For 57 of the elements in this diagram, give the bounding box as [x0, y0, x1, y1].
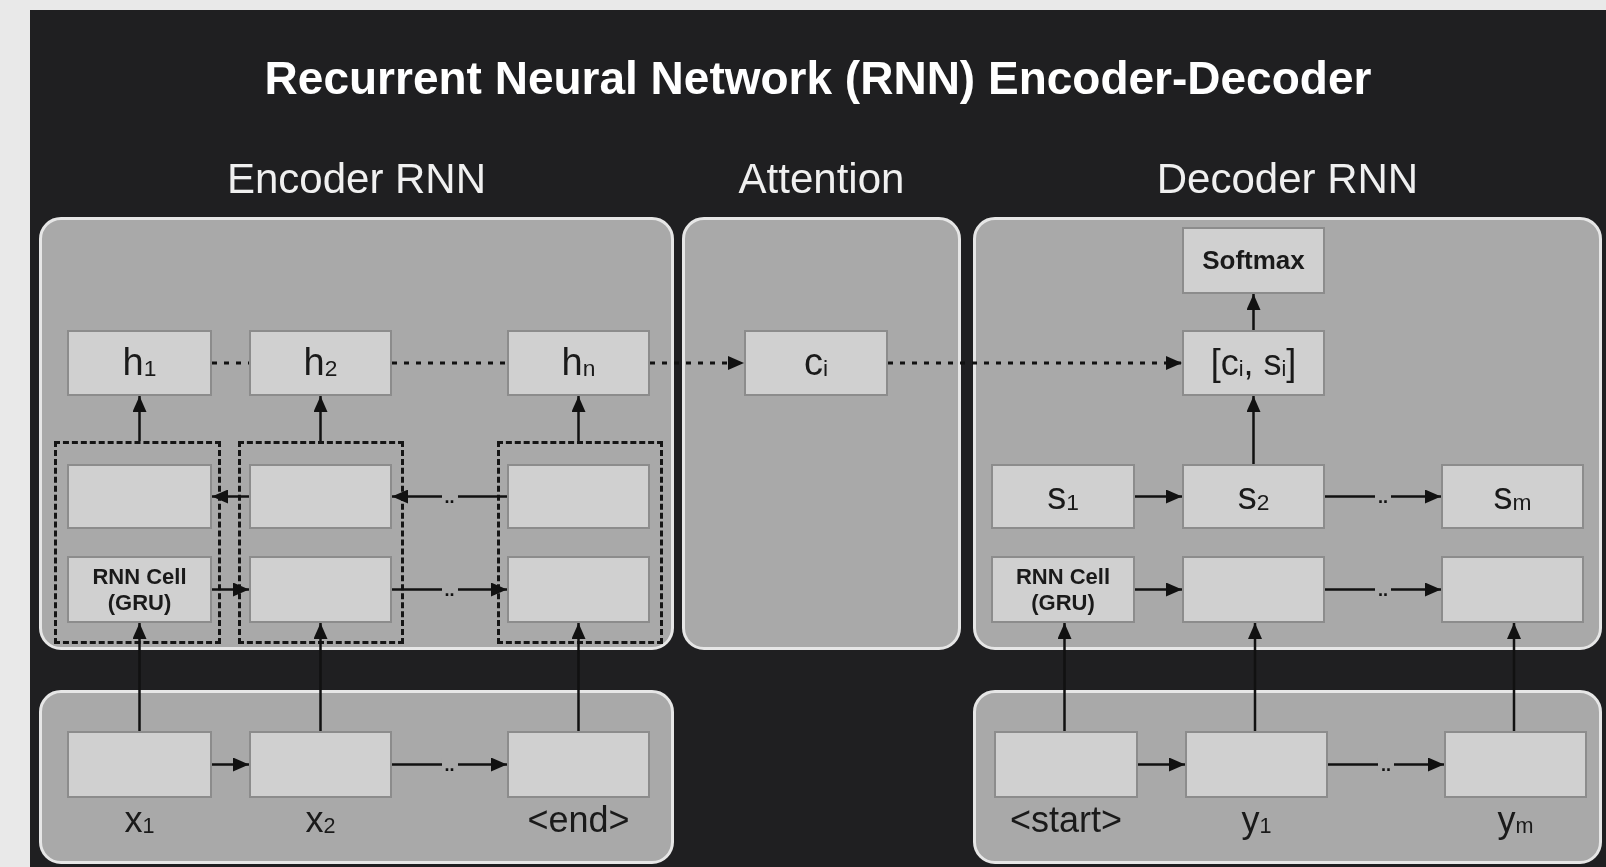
node-box — [249, 330, 392, 396]
arrow — [1248, 623, 1262, 731]
arrow — [392, 582, 507, 597]
arrow — [132, 396, 147, 441]
dotted-arrow — [650, 356, 744, 370]
arrow — [212, 582, 249, 597]
empty-box — [507, 464, 650, 529]
node-label: RNN Cell (GRU) — [91, 564, 188, 615]
arrow — [313, 623, 328, 731]
node-box — [1182, 464, 1325, 529]
arrow — [1325, 582, 1441, 597]
node-box — [1182, 330, 1325, 396]
arrow — [1328, 757, 1444, 772]
panel-heading: Encoder RNN — [225, 154, 488, 204]
arrow — [1135, 489, 1182, 504]
node-box — [991, 464, 1135, 529]
dashed-group-box — [497, 441, 663, 644]
input-label: <start> — [1008, 800, 1124, 840]
node-box — [991, 556, 1135, 623]
dashed-group-box — [54, 441, 221, 644]
node-box — [67, 556, 212, 623]
arrow — [1246, 396, 1261, 464]
node-box — [744, 330, 888, 396]
node-box — [67, 330, 212, 396]
empty-box — [67, 464, 212, 529]
arrow — [571, 623, 586, 731]
arrow — [212, 757, 249, 772]
empty-box — [249, 464, 392, 529]
arrow — [1246, 294, 1261, 330]
panel — [39, 690, 674, 864]
arrow — [571, 396, 586, 441]
empty-box — [507, 556, 650, 623]
arrow — [392, 489, 507, 504]
arrow — [212, 489, 249, 504]
panel-heading: Attention — [737, 154, 906, 204]
node-label: RNN Cell (GRU) — [1014, 564, 1112, 615]
arrow — [392, 757, 507, 772]
panel — [973, 690, 1602, 864]
arrow — [132, 623, 147, 731]
empty-box — [249, 556, 392, 623]
dashed-group-box — [238, 441, 404, 644]
diagram-title: Recurrent Neural Network (RNN) Encoder-Decoder — [263, 51, 1373, 106]
node-box — [1182, 227, 1325, 294]
node-box — [1441, 464, 1584, 529]
dotted-arrow — [888, 356, 1182, 370]
arrow — [1057, 623, 1072, 731]
arrow — [1135, 582, 1182, 597]
arrow — [313, 396, 328, 441]
input-label: <end> — [526, 800, 631, 840]
empty-box — [1441, 556, 1584, 623]
arrow — [1325, 489, 1441, 504]
empty-box — [1182, 556, 1325, 623]
node-label: Softmax — [1202, 245, 1305, 276]
arrow — [1138, 757, 1185, 772]
node-box — [507, 330, 650, 396]
panel-heading: Decoder RNN — [1155, 154, 1420, 204]
arrow — [1507, 623, 1521, 731]
